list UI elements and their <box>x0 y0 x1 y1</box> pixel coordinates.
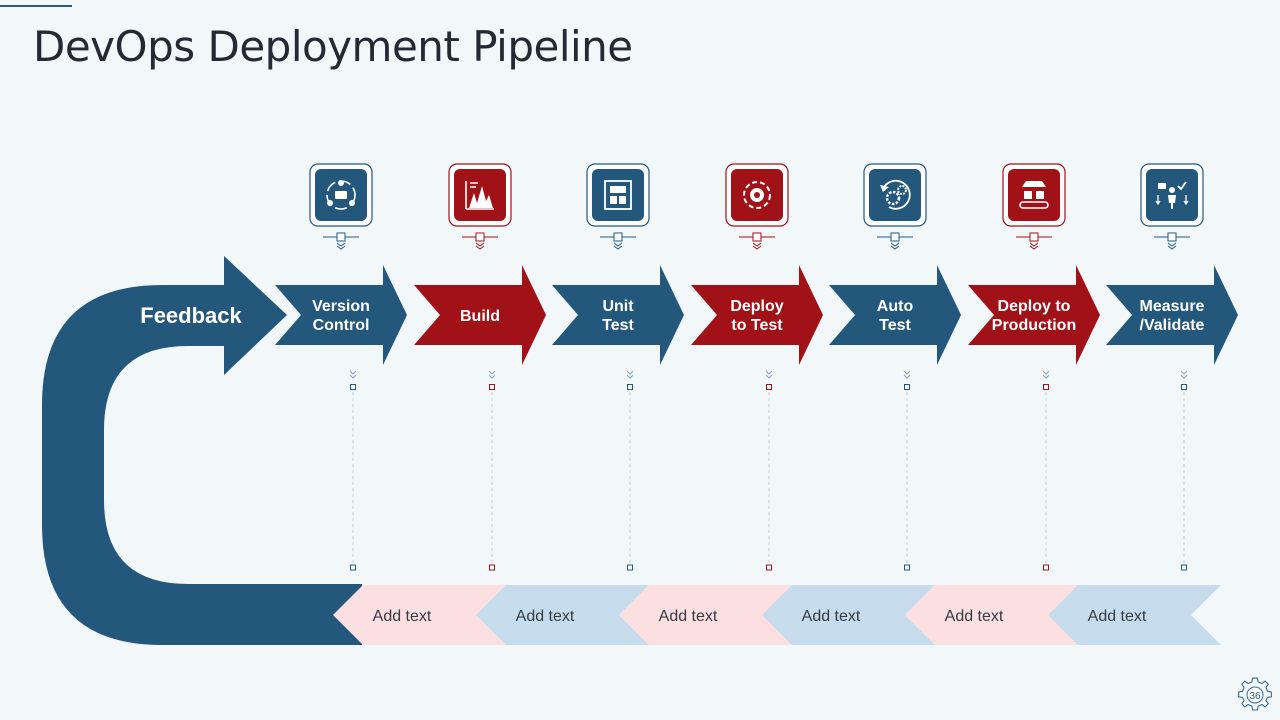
feedback-label: Feedback <box>140 303 242 328</box>
page-number: 36 <box>1249 691 1261 702</box>
stage-drop-line <box>903 370 911 571</box>
page-number-badge: 36 <box>1238 677 1272 711</box>
auto-gear-icon <box>880 179 911 210</box>
stage-arrow <box>829 265 961 365</box>
stage-label: Version <box>312 298 370 315</box>
team-circle-icon <box>326 180 356 210</box>
text-tile-5[interactable]: Add text <box>905 585 1078 645</box>
stage-label: Unit <box>602 298 634 315</box>
stage-connector <box>739 232 775 250</box>
stage-arrow <box>552 265 684 365</box>
stage-7: Measure/Validate <box>1106 163 1238 571</box>
stage-label: Deploy <box>730 298 783 315</box>
stage-label: Auto <box>877 298 914 315</box>
top-accent-line <box>0 5 72 7</box>
stage-arrow <box>691 265 823 365</box>
stage-connector <box>1154 232 1190 250</box>
stage-label-line2: Production <box>992 317 1076 334</box>
test-panel-icon <box>604 180 632 210</box>
stage-drop-line <box>1042 370 1050 571</box>
stage-label: Build <box>460 308 500 325</box>
stage-connector <box>323 232 359 250</box>
stage-icon-box <box>1140 163 1204 227</box>
stage-icon-box <box>1002 163 1066 227</box>
tile-text[interactable]: Add text <box>516 608 575 625</box>
stage-icon-box <box>448 163 512 227</box>
stage-arrow <box>414 265 546 365</box>
text-tile-4[interactable]: Add text <box>762 585 935 645</box>
stage-connector <box>462 232 498 250</box>
stage-arrow <box>275 265 407 365</box>
stage-icon-box <box>586 163 650 227</box>
production-icon <box>1019 181 1049 209</box>
stage-label-line2: Test <box>602 317 634 334</box>
build-chart-icon <box>465 181 494 210</box>
stage-drop-line <box>765 370 773 571</box>
tile-text[interactable]: Add text <box>945 608 1004 625</box>
stage-label-line2: Control <box>313 317 370 334</box>
text-tile-3[interactable]: Add text <box>619 585 792 645</box>
stage-drop-line <box>488 370 496 571</box>
stage-drop-line <box>626 370 634 571</box>
deploy-gear-icon <box>743 181 771 209</box>
text-tile-1[interactable]: Add text <box>333 585 506 645</box>
stage-drop-line <box>1180 370 1188 571</box>
stage-icon-box <box>309 163 373 227</box>
stage-connector <box>1016 232 1052 250</box>
stage-icon-box <box>863 163 927 227</box>
text-tile-2[interactable]: Add text <box>476 585 649 645</box>
tile-text[interactable]: Add text <box>373 608 432 625</box>
gear-outline-icon <box>1238 677 1272 711</box>
feedback-loop-arrow <box>42 256 362 645</box>
tile-text[interactable]: Add text <box>1088 608 1147 625</box>
stage-arrow <box>1106 265 1238 365</box>
stage-label: Deploy to <box>998 298 1071 315</box>
stage-6: Deploy to Production <box>968 163 1100 571</box>
tile-text[interactable]: Add text <box>659 608 718 625</box>
text-tile-6[interactable]: Add text <box>1048 585 1221 645</box>
stage-arrow <box>968 265 1100 365</box>
stage-connector <box>877 232 913 250</box>
stage-label: Measure <box>1140 298 1205 315</box>
stage-label-line2: to Test <box>731 317 783 334</box>
tile-text[interactable]: Add text <box>802 608 861 625</box>
stage-label-line2: /Validate <box>1140 317 1205 334</box>
stage-icon-box <box>725 163 789 227</box>
stage-drop-line <box>349 370 357 571</box>
stage-4: Deploy to Test <box>691 163 823 571</box>
measure-icon <box>1155 181 1189 209</box>
stage-2: Build <box>414 163 546 571</box>
stage-label-line2: Test <box>879 317 911 334</box>
stage-connector <box>600 232 636 250</box>
page-title: DevOps Deployment Pipeline <box>33 22 633 71</box>
